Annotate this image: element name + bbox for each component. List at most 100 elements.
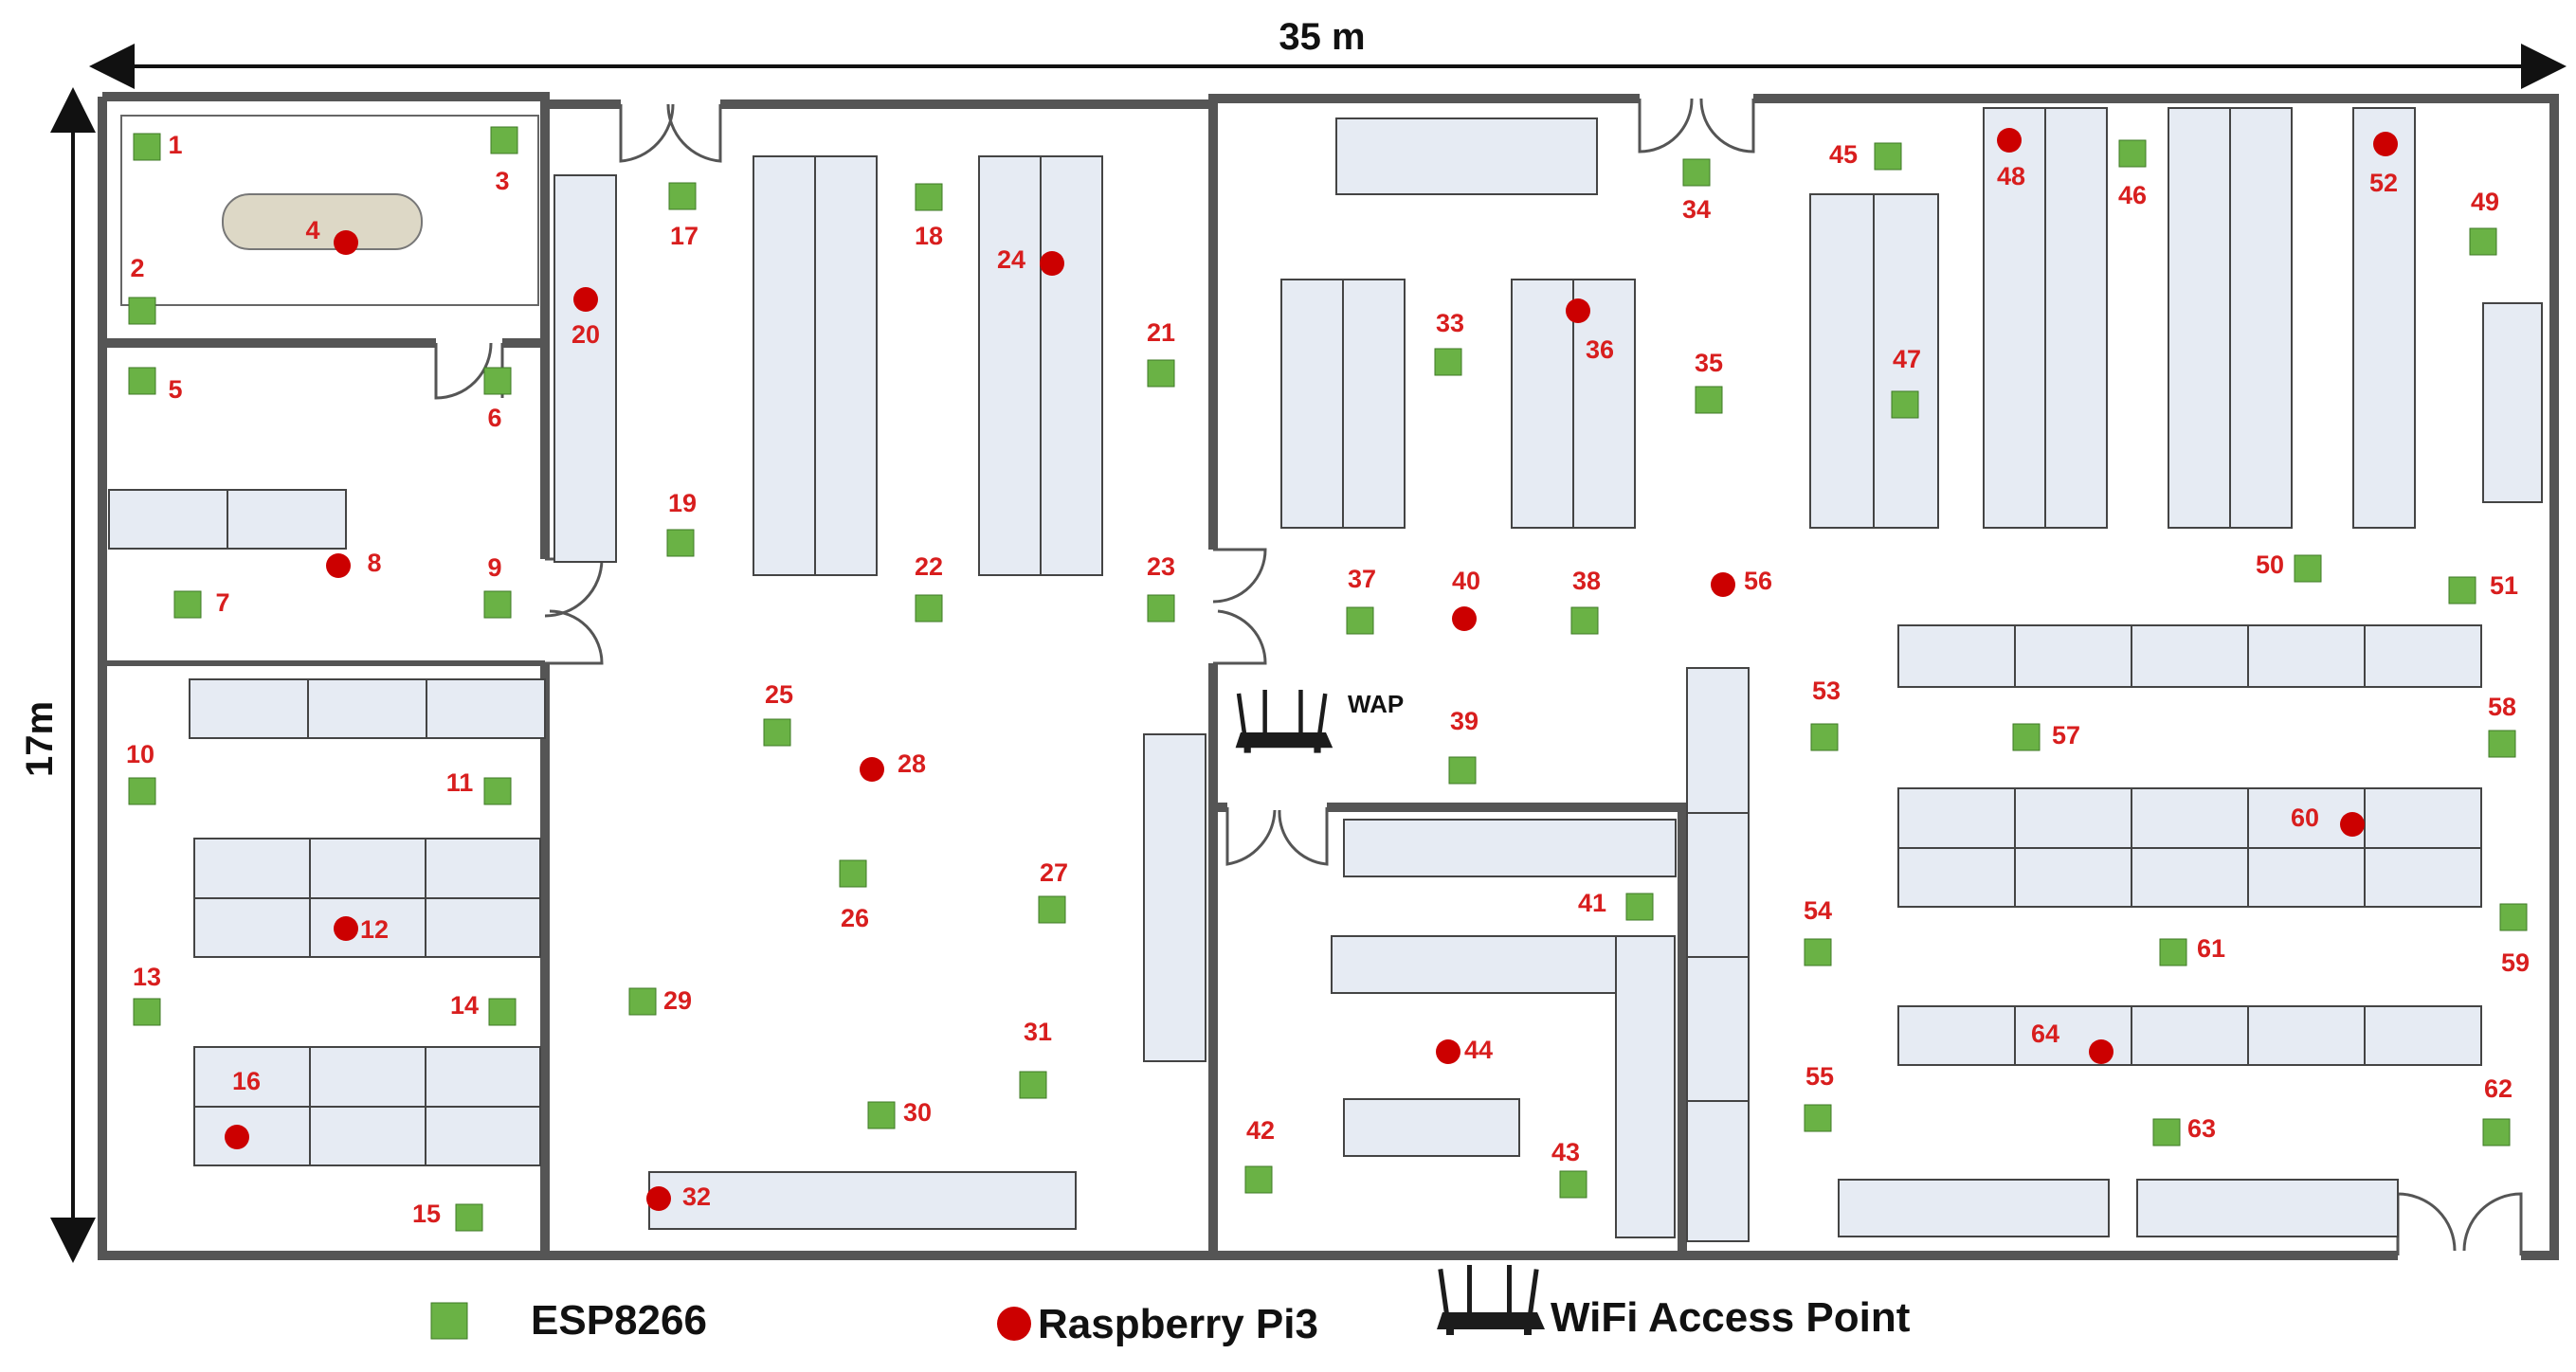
node-id-label: 22 — [915, 552, 943, 581]
esp8266-icon — [1570, 606, 1599, 635]
raspberry-pi-icon — [1711, 572, 1735, 597]
esp8266-node: 19 — [666, 489, 697, 557]
esp8266-node: 9 — [483, 553, 512, 619]
node-id-label: 50 — [2256, 551, 2284, 579]
node-id-label: 28 — [898, 749, 926, 778]
node-id-label: 45 — [1829, 140, 1858, 169]
esp8266-icon — [1434, 348, 1462, 376]
esp8266-node: 5 — [128, 367, 183, 404]
node-id-label: 29 — [663, 986, 692, 1015]
node-id-label: 1 — [168, 131, 182, 159]
raspberry-pi-node: 56 — [1711, 567, 1772, 597]
esp8266-node: 62 — [2482, 1074, 2513, 1146]
esp8266-icon — [483, 590, 512, 619]
esp8266-icon — [1147, 359, 1175, 388]
node-id-label: 41 — [1578, 889, 1606, 917]
raspberry-pi-icon — [326, 553, 351, 578]
esp8266-node: 22 — [915, 552, 943, 623]
node-id-label: 57 — [2052, 721, 2080, 749]
esp8266-icon — [488, 998, 517, 1026]
node-id-label: 25 — [765, 680, 793, 709]
esp8266-icon — [1804, 938, 1832, 966]
esp8266-icon — [483, 777, 512, 805]
esp8266-icon — [666, 529, 695, 557]
raspberry-pi-node: 52 — [2369, 132, 2398, 197]
node-id-label: 38 — [1572, 567, 1601, 595]
esp8266-icon — [628, 987, 657, 1016]
node-id-label: 48 — [1997, 162, 2025, 190]
raspberry-pi-icon — [2089, 1039, 2113, 1064]
node-id-label: 9 — [487, 553, 501, 582]
raspberry-pi-node: 8 — [326, 549, 382, 578]
node-id-label: 53 — [1812, 677, 1841, 705]
esp8266-icon — [1038, 895, 1066, 924]
esp8266-node: 29 — [628, 986, 692, 1016]
esp8266-node: 2 — [128, 254, 156, 325]
esp8266-node: 45 — [1829, 140, 1902, 171]
esp8266-node: 15 — [412, 1200, 483, 1232]
node-id-label: 14 — [450, 991, 479, 1020]
node-id-label: 55 — [1805, 1062, 1834, 1091]
node-id-label: 3 — [495, 167, 509, 195]
esp8266-icon — [1559, 1170, 1587, 1199]
esp8266-node: 51 — [2448, 571, 2518, 605]
esp8266-node: 25 — [763, 680, 793, 747]
esp8266-node: 57 — [2012, 721, 2080, 751]
node-id-label: 47 — [1893, 345, 1921, 373]
node-id-label: 2 — [130, 254, 144, 282]
esp8266-icon — [128, 777, 156, 805]
esp8266-node: 61 — [2159, 934, 2225, 966]
esp8266-icon — [2488, 730, 2516, 758]
esp8266-node: 17 — [668, 182, 698, 250]
esp8266-node: 11 — [446, 768, 512, 805]
raspberry-pi-icon — [1040, 251, 1064, 276]
esp8266-icon — [455, 1203, 483, 1232]
raspberry-pi-icon — [646, 1186, 671, 1211]
raspberry-pi-node: 36 — [1566, 298, 1614, 364]
esp8266-icon — [1804, 1104, 1832, 1132]
raspberry-pi-icon — [225, 1125, 249, 1149]
esp8266-node: 23 — [1147, 552, 1175, 623]
raspberry-pi-node: 60 — [2291, 803, 2365, 837]
raspberry-pi-node: 4 — [305, 216, 358, 255]
esp8266-node: 55 — [1804, 1062, 1834, 1132]
node-id-label: 27 — [1040, 858, 1068, 887]
node-id-label: 15 — [412, 1200, 441, 1228]
raspberry-pi-icon — [1997, 128, 2022, 153]
raspberry-pi-icon — [573, 287, 598, 312]
node-id-label: 6 — [487, 404, 501, 432]
node-id-label: 16 — [232, 1067, 261, 1095]
raspberry-pi-node: 44 — [1436, 1036, 1493, 1064]
node-id-label: 23 — [1147, 552, 1175, 581]
esp8266-icon — [133, 998, 161, 1026]
esp8266-icon — [763, 718, 791, 747]
esp8266-icon — [2499, 903, 2528, 931]
node-id-label: 46 — [2118, 181, 2147, 209]
esp8266-node: 41 — [1578, 889, 1654, 921]
esp8266-node: 53 — [1810, 677, 1841, 751]
node-id-label: 52 — [2369, 169, 2398, 197]
esp8266-node: 1 — [133, 131, 183, 161]
esp8266-node: 31 — [1019, 1018, 1052, 1099]
esp8266-node: 38 — [1570, 567, 1601, 635]
raspberry-pi-icon — [334, 230, 358, 255]
node-id-label: 33 — [1436, 309, 1464, 337]
esp8266-icon — [915, 594, 943, 623]
node-id-label: 21 — [1147, 318, 1175, 347]
esp8266-node: 43 — [1551, 1138, 1587, 1199]
esp8266-icon — [1448, 756, 1477, 785]
node-id-label: 35 — [1695, 349, 1723, 377]
esp8266-node: 27 — [1038, 858, 1068, 924]
node-id-label: 61 — [2197, 934, 2225, 963]
node-id-label: 43 — [1551, 1138, 1580, 1166]
node-id-label: 30 — [903, 1098, 932, 1127]
esp8266-node: 34 — [1682, 158, 1711, 224]
raspberry-pi-node: 24 — [997, 245, 1064, 276]
wap-router-icon — [1235, 690, 1333, 753]
node-id-label: 32 — [682, 1182, 711, 1211]
node-id-label: 18 — [915, 222, 943, 250]
walls — [98, 92, 2559, 1260]
esp8266-node: 6 — [483, 367, 512, 432]
esp8266-icon — [1244, 1165, 1273, 1194]
esp8266-node: 35 — [1695, 349, 1723, 414]
